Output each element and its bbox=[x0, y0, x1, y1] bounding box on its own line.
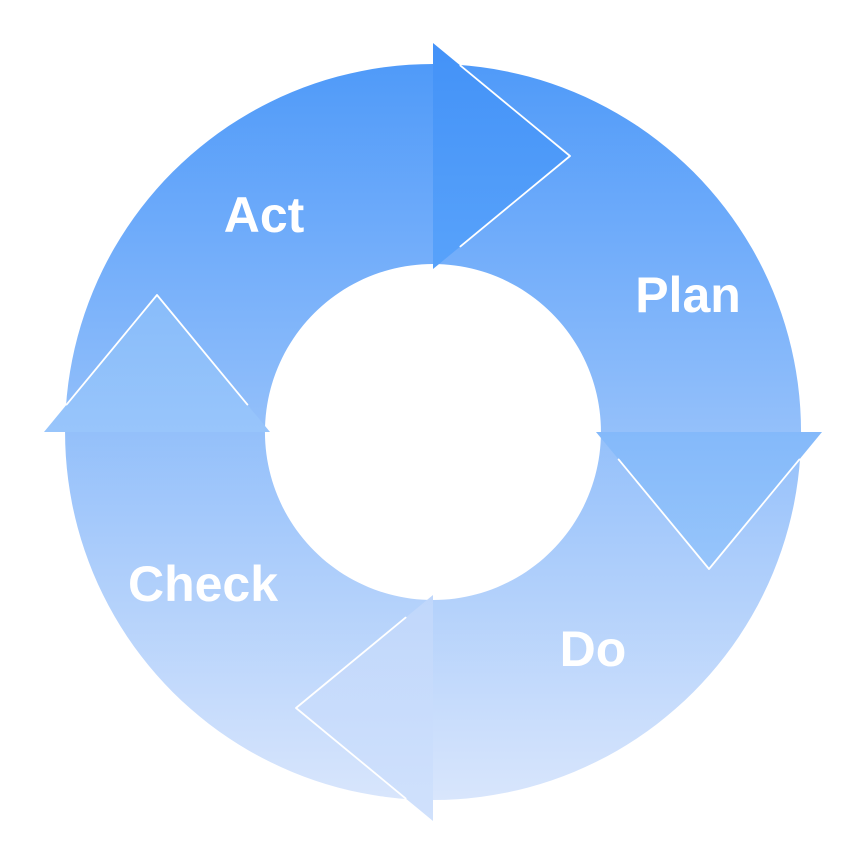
arrow-check-to-act-fill bbox=[44, 295, 270, 432]
arrow-plan-to-do-fill bbox=[596, 432, 822, 569]
cycle-ring bbox=[65, 64, 802, 800]
label-check: Check bbox=[127, 556, 279, 612]
label-plan: Plan bbox=[635, 267, 741, 323]
arrow-do-to-check bbox=[295, 595, 433, 821]
arrow-check-to-act-outline bbox=[65, 294, 249, 406]
arrow-act-to-plan bbox=[433, 43, 571, 269]
arrow-act-to-plan-outline bbox=[459, 64, 571, 248]
arrow-plan-to-do bbox=[596, 432, 822, 570]
arrow-do-to-check-fill bbox=[296, 595, 433, 821]
label-act: Act bbox=[223, 187, 305, 243]
arrow-act-to-plan-fill bbox=[433, 43, 570, 269]
arrow-check-to-act bbox=[44, 294, 270, 432]
arrow-do-to-check-outline bbox=[295, 616, 407, 800]
label-do: Do bbox=[559, 621, 627, 677]
arrow-plan-to-do-outline bbox=[617, 458, 801, 570]
